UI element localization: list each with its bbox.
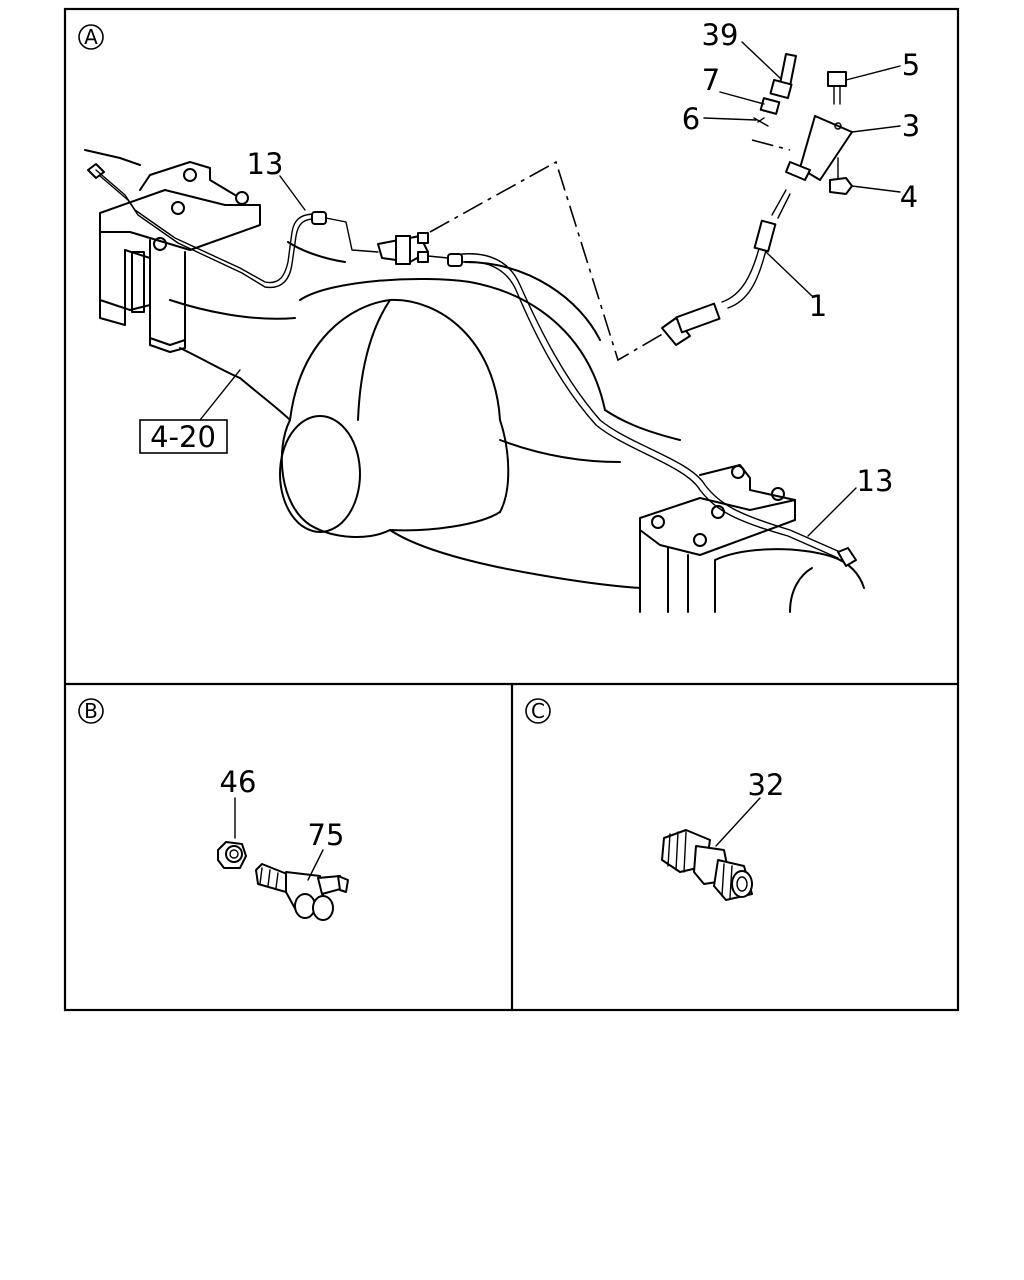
- callout-1: 1: [809, 289, 827, 323]
- diagram-frames: [63, 7, 960, 1012]
- svg-text:C: C: [531, 699, 545, 723]
- svg-text:B: B: [84, 699, 98, 723]
- brake-hose: [661, 189, 791, 346]
- reference-box: 4-20: [139, 419, 228, 454]
- panel-label-b: B: [78, 698, 104, 724]
- part-32-connector: [661, 797, 761, 901]
- callout-13-right: 13: [857, 464, 894, 498]
- left-spring-seat: [84, 149, 261, 353]
- three-way-connector: [377, 232, 429, 265]
- panel-label-a: A: [78, 24, 104, 50]
- callout-6: 6: [682, 102, 700, 136]
- brake-pipe-right: [427, 253, 857, 567]
- callout-39: 39: [702, 18, 739, 52]
- hose-fittings: [753, 53, 853, 195]
- panel-label-c: C: [525, 698, 551, 724]
- callout-3: 3: [902, 109, 920, 143]
- axle-housing: [169, 241, 865, 613]
- callout-7: 7: [702, 63, 720, 97]
- part-75-elbow-union: [255, 849, 349, 921]
- hose-bracket: [785, 115, 853, 181]
- svg-text:A: A: [84, 25, 98, 49]
- callout-13-left: 13: [247, 147, 284, 181]
- leader-lines: [199, 41, 901, 537]
- part-46-nut: [217, 797, 247, 869]
- callout-4: 4: [900, 180, 918, 214]
- callout-75: 75: [308, 818, 345, 852]
- right-spring-seat: [639, 464, 796, 613]
- svg-text:4-20: 4-20: [150, 420, 216, 454]
- callout-46: 46: [220, 765, 257, 799]
- callout-5: 5: [902, 48, 920, 82]
- callout-32: 32: [748, 768, 785, 802]
- brake-pipe-left: [87, 163, 379, 289]
